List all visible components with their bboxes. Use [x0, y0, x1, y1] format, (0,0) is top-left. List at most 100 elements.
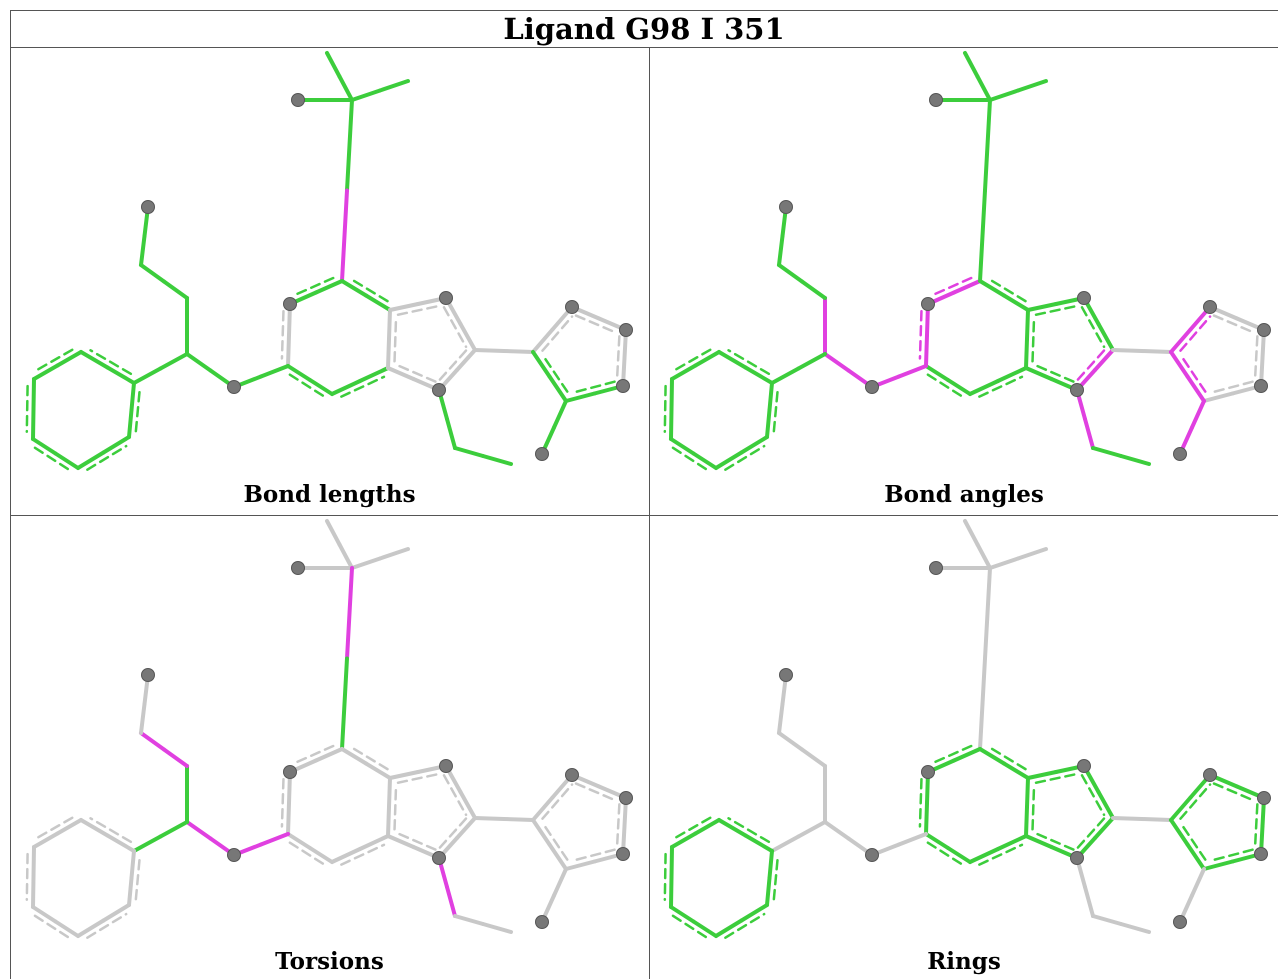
bond-ph2-ph3 [670, 348, 721, 381]
atom-tbM1 [929, 561, 943, 575]
bond-c2-n3 [437, 816, 477, 860]
bond-th5-thm [540, 867, 568, 924]
bond-tbC-tbM3 [350, 79, 410, 102]
panel-bond-lengths: Bond lengths [10, 48, 649, 515]
bond-th1-th2 [531, 773, 574, 822]
figure-frame [10, 10, 1278, 979]
bond-c3a-c7a [386, 776, 398, 838]
bond-c7-c3a [330, 834, 390, 866]
bond-ph5-ph6 [714, 903, 769, 939]
bond-ph6-ph1 [127, 849, 141, 907]
bond-et1-et2 [1091, 446, 1151, 466]
bond-ph4-ph5 [31, 437, 80, 472]
atom-ch4 [141, 668, 155, 682]
bond-tbC-c4 [978, 566, 992, 751]
bond-n1-c2 [442, 764, 477, 820]
bond-c3a-c7a [386, 308, 398, 370]
atom-thm [535, 915, 549, 929]
bond-et1-et2 [453, 446, 513, 466]
atom-n1 [439, 759, 453, 773]
bond-th2-th3 [570, 305, 628, 335]
bond-th2-th3 [570, 773, 628, 803]
bond-tbC-c4 [978, 98, 992, 283]
atom-ch4 [779, 668, 793, 682]
bond-tbC-tbM2 [963, 519, 992, 570]
bond-ch3-ch4 [777, 673, 788, 735]
atom-th4 [1254, 379, 1268, 393]
bond-ch-ph1 [770, 820, 827, 853]
bond-c5-c6 [280, 770, 292, 836]
atom-th2 [565, 300, 579, 314]
bond-ch2-ch3 [139, 263, 189, 300]
bond-n3-et1 [437, 388, 457, 450]
bond-ph2-ph3 [32, 348, 83, 381]
bond-tbC-tbM2 [325, 519, 354, 570]
atom-th3 [1257, 323, 1271, 337]
bond-c7a-c4 [978, 745, 1030, 780]
bond-et1-et2 [1091, 914, 1151, 934]
bond-ph1-ph2 [717, 817, 774, 853]
bond-c6-c7 [924, 364, 972, 398]
atom-th2 [1203, 768, 1217, 782]
bond-ph4-ph5 [31, 905, 80, 940]
caption-rings: Rings [927, 948, 1001, 975]
atom-o [227, 848, 241, 862]
bond-et1-et2 [453, 914, 513, 934]
bond-ph3-ph4 [663, 845, 674, 909]
bond-c2-th1 [1111, 816, 1173, 822]
panel-rings: Rings [650, 516, 1278, 979]
caption-torsions: Torsions [275, 948, 384, 975]
bond-c7a-n1 [1026, 296, 1086, 316]
atom-tbM1 [291, 93, 305, 107]
bond-ph4-ph5 [669, 905, 718, 940]
bond-ch-ph1 [770, 352, 827, 385]
bond-th5-th1 [531, 350, 569, 403]
bond-c6-o [232, 364, 290, 389]
bond-c6-c7 [286, 364, 334, 398]
bond-th5-th1 [1169, 818, 1207, 871]
atom-th2 [565, 768, 579, 782]
bond-th5-thm [1178, 867, 1206, 924]
caption-bond-angles: Bond angles [884, 481, 1044, 508]
atom-o [865, 380, 879, 394]
bond-c7a-c4 [340, 745, 392, 780]
bond-th5-thm [1178, 399, 1206, 456]
atom-n3 [1070, 383, 1084, 397]
bond-th5-th1 [531, 818, 569, 871]
bond-th3-th4 [615, 328, 628, 388]
atom-o [865, 848, 879, 862]
bond-ch3-ch4 [139, 205, 150, 267]
atom-n1 [439, 291, 453, 305]
atom-ch4 [141, 200, 155, 214]
bond-c6-c7 [924, 832, 972, 866]
bond-ph6-ph1 [765, 381, 779, 439]
bond-ch3-ch4 [777, 205, 788, 267]
bond-n1-c2 [1080, 764, 1115, 820]
bond-n3-c3a [386, 363, 441, 392]
bond-n3-et1 [437, 856, 457, 918]
bond-ch-ph1 [132, 820, 189, 853]
atom-c5 [921, 765, 935, 779]
atom-o [227, 380, 241, 394]
bond-ph6-ph1 [127, 381, 141, 439]
bond-ph5-ph6 [76, 903, 131, 939]
panel-bond-angles: Bond angles [650, 48, 1278, 515]
bond-ph6-ph1 [765, 849, 779, 907]
bond-ph2-ph3 [670, 816, 721, 849]
bond-c7-c3a [330, 366, 390, 398]
bond-ph5-ph6 [714, 435, 769, 471]
bond-c5-c6 [918, 770, 930, 836]
bond-th4-th5 [564, 848, 625, 871]
bond-tbC-c4 [340, 566, 354, 751]
bond-c7a-c4 [340, 277, 392, 312]
bond-n1-c2 [442, 296, 477, 352]
atom-n1 [1077, 291, 1091, 305]
bond-tbC-tbM3 [988, 547, 1048, 570]
atom-th3 [1257, 791, 1271, 805]
atom-th2 [1203, 300, 1217, 314]
bond-th3-th4 [615, 796, 628, 856]
bond-c2-th1 [1111, 348, 1173, 354]
bond-c5-c6 [280, 302, 292, 368]
bond-c4-c5 [926, 744, 982, 774]
atom-c5 [283, 765, 297, 779]
